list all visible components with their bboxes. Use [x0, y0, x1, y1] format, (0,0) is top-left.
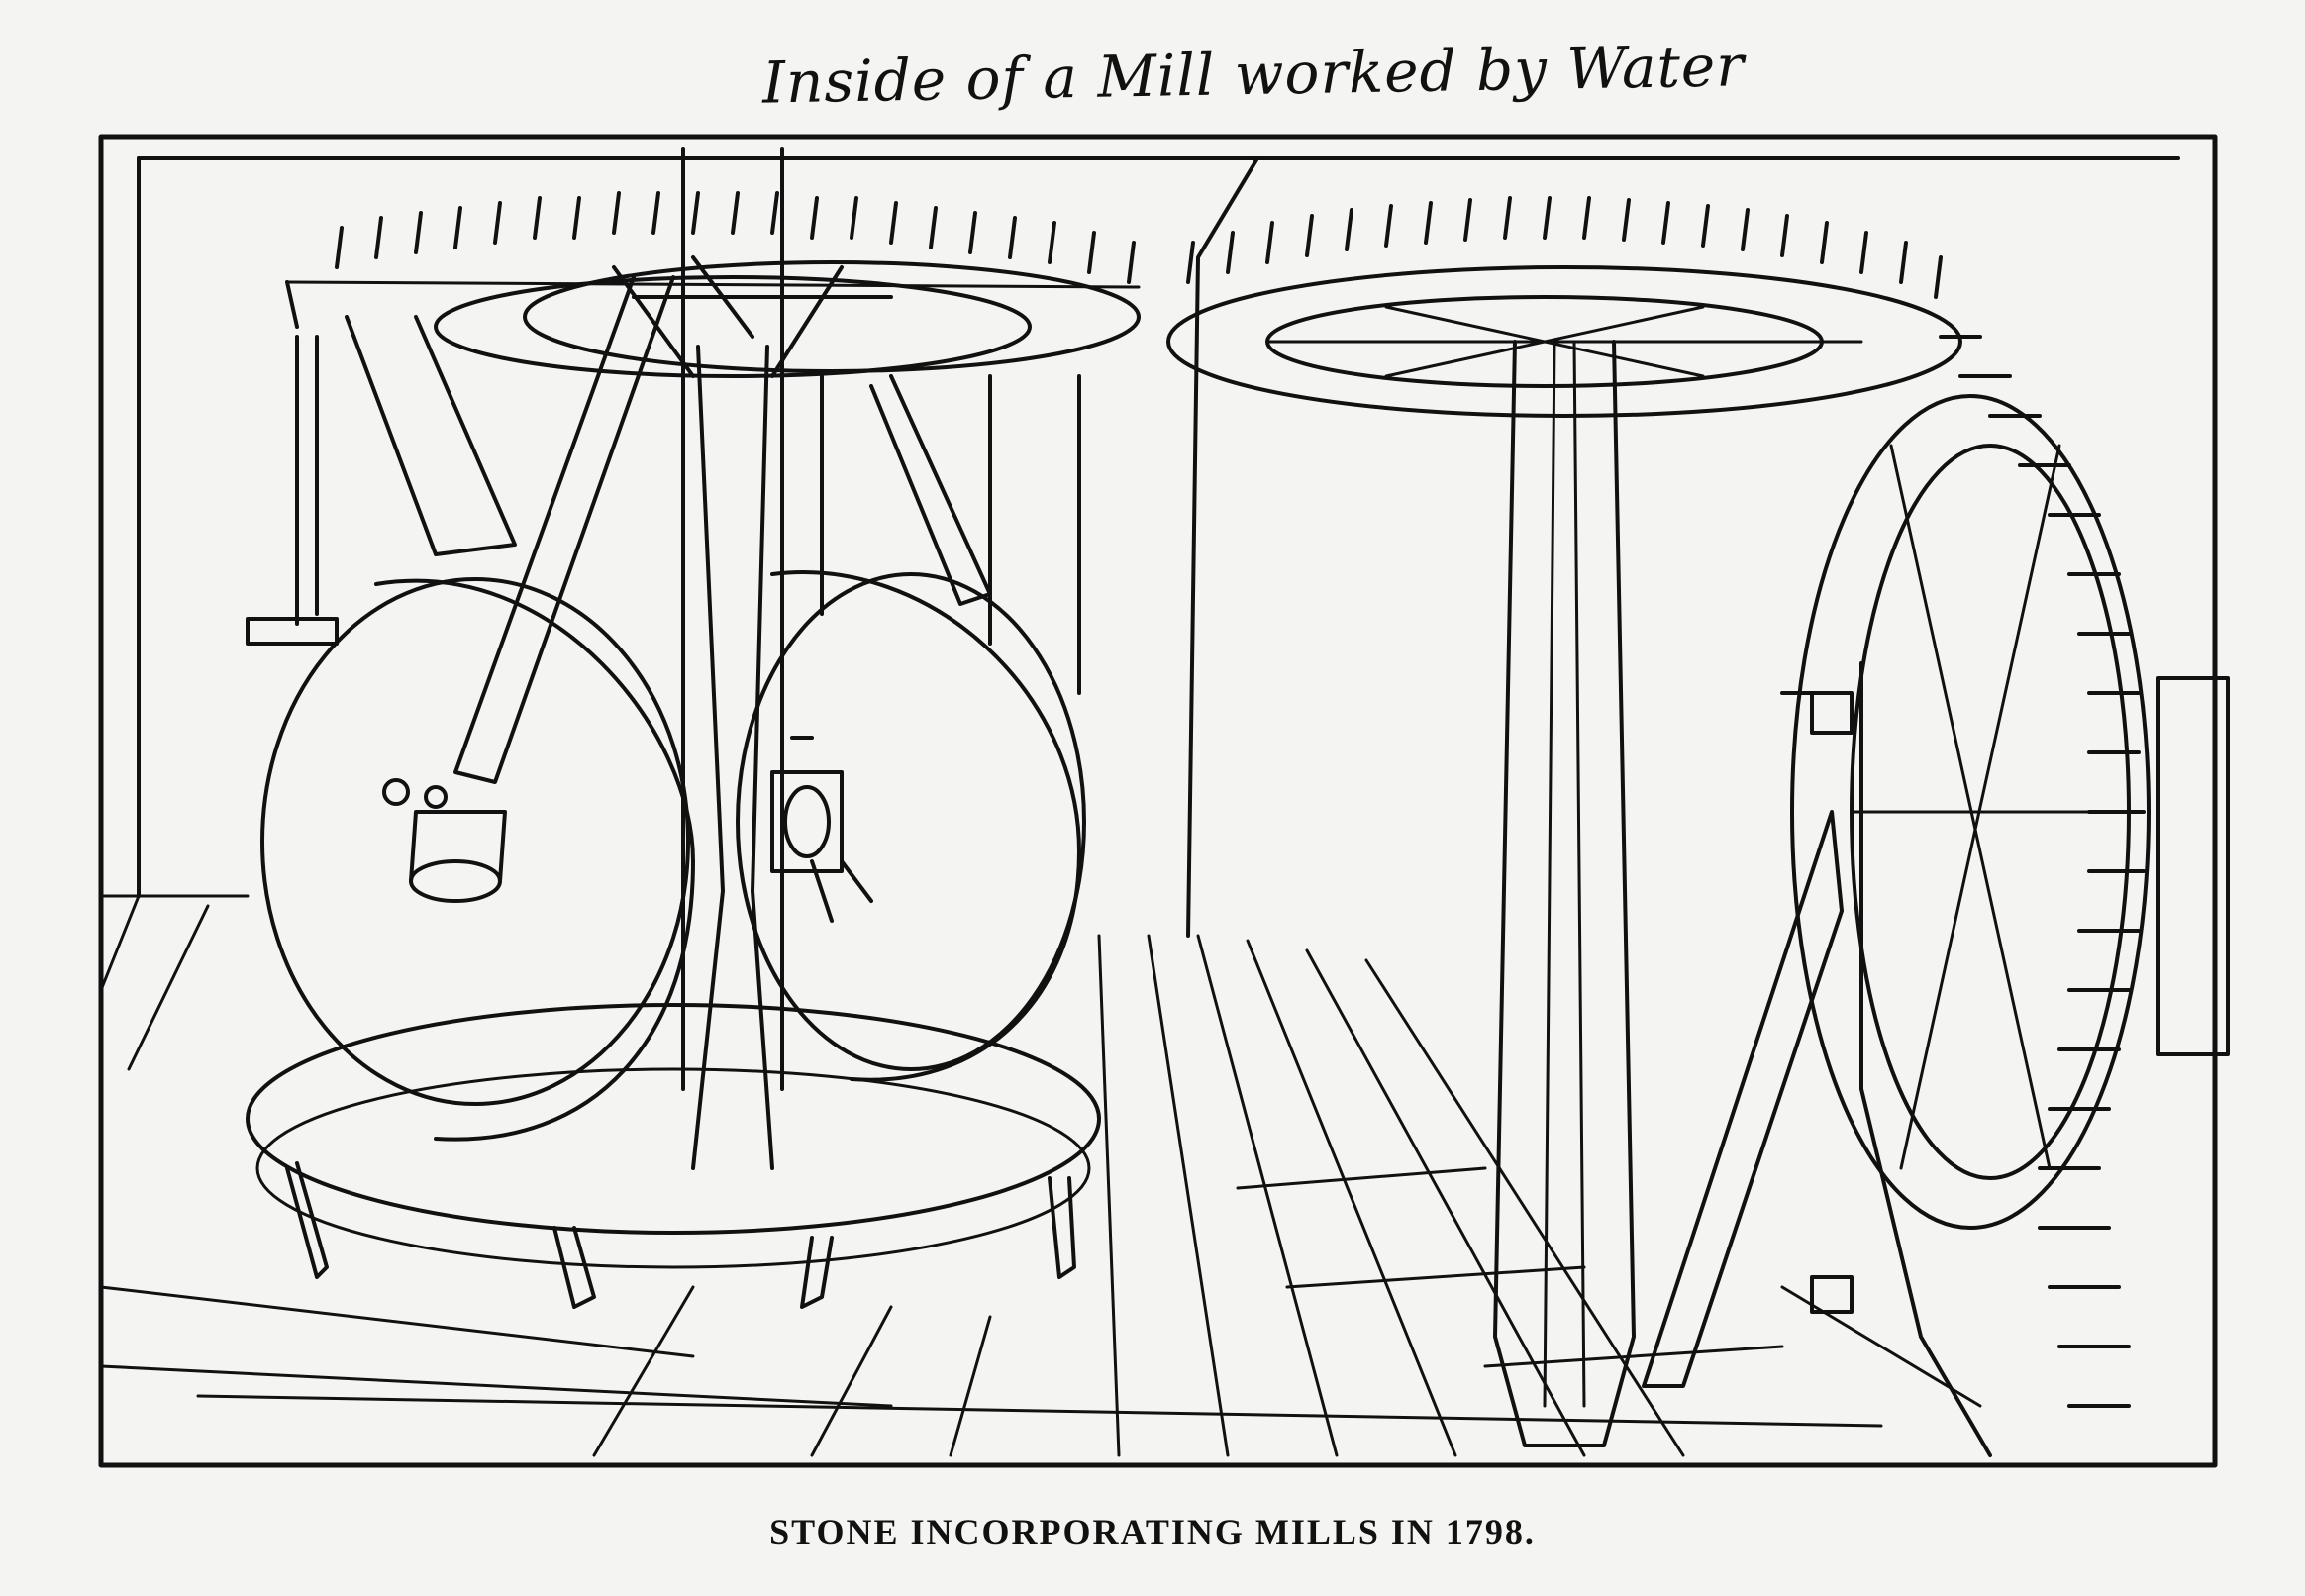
diagonal-braces — [345, 275, 1844, 1388]
illustration-frame — [98, 134, 2218, 1468]
water-wheel — [1780, 335, 2151, 1457]
support-posts — [246, 335, 1081, 695]
bed-stone — [246, 1003, 1101, 1309]
right-cogwheel — [1166, 196, 1962, 418]
left-millstone — [260, 577, 695, 1142]
vertical-shaft-right — [1493, 340, 1636, 1447]
vertical-shaft-left — [681, 147, 784, 1170]
figure-caption: STONE INCORPORATING MILLS IN 1798. — [769, 1512, 1536, 1551]
floor-boards — [99, 894, 1982, 1457]
left-cogwheel — [285, 191, 1141, 378]
right-millstone — [736, 570, 1086, 1082]
back-wall — [137, 156, 2230, 1056]
